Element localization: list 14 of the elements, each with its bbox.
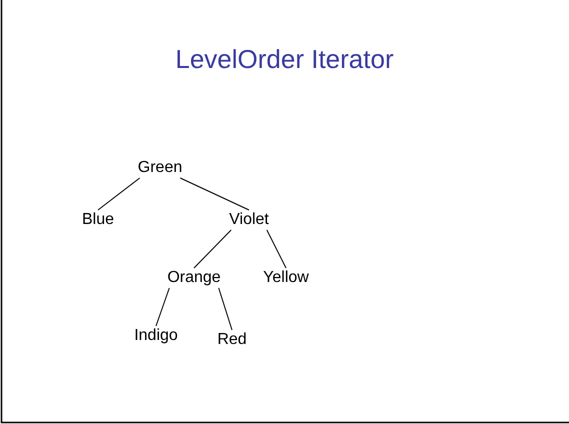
tree-edge-line xyxy=(98,178,140,210)
tree-edge-line xyxy=(156,288,170,326)
tree-node-label: Violet xyxy=(227,210,271,230)
tree-edge-line xyxy=(218,288,232,330)
tree-node-label: Green xyxy=(136,158,184,178)
tree-node-label: Orange xyxy=(165,268,223,288)
tree-edge-line xyxy=(266,230,286,268)
tree-edge-line xyxy=(180,178,250,210)
slide-title: LevelOrder Iterator xyxy=(174,44,395,75)
tree-node-label: Indigo xyxy=(132,326,180,346)
tree-node-label: Yellow xyxy=(261,268,311,288)
tree-node-label: Blue xyxy=(80,210,116,230)
tree-node-label: Red xyxy=(215,330,249,350)
tree-edge-line xyxy=(194,230,232,268)
